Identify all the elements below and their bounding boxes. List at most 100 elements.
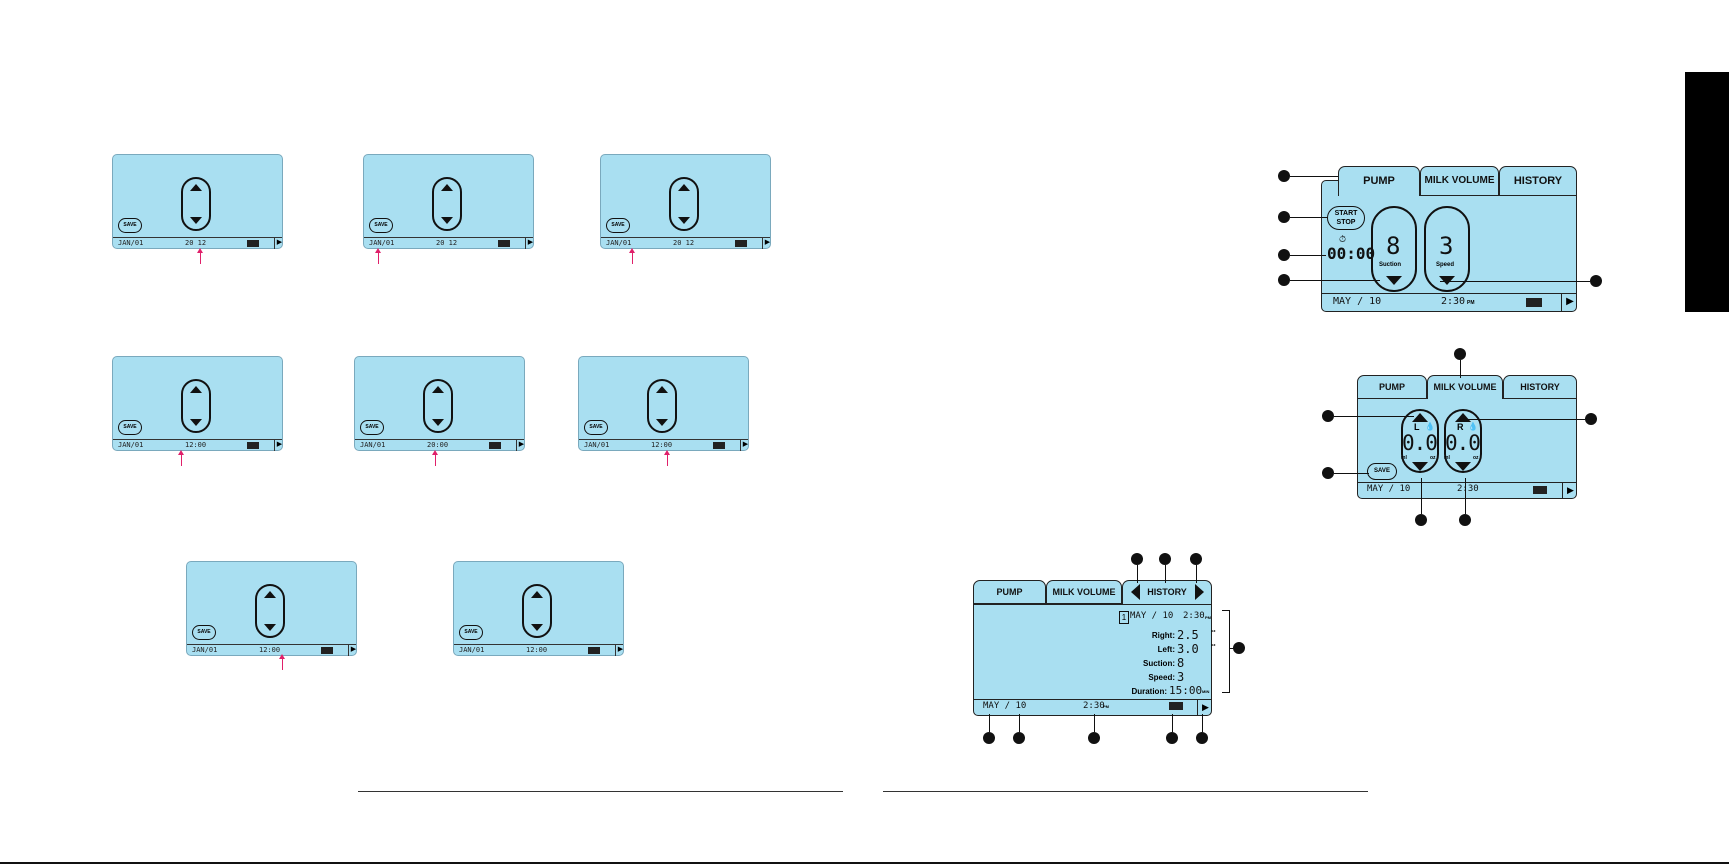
next-arrow-icon[interactable]: ▶ bbox=[274, 439, 284, 451]
callout-line bbox=[1290, 176, 1338, 177]
left-up-icon[interactable] bbox=[1412, 413, 1428, 422]
callout-line bbox=[1460, 360, 1461, 378]
battery-icon bbox=[1169, 702, 1183, 710]
down-arrow-icon[interactable] bbox=[190, 419, 202, 426]
down-arrow-icon[interactable] bbox=[441, 217, 453, 224]
callout-marker bbox=[1322, 467, 1334, 479]
callout-line bbox=[1334, 416, 1414, 417]
right-down-icon[interactable] bbox=[1455, 462, 1471, 471]
next-arrow-icon[interactable]: ▶ bbox=[615, 644, 625, 656]
history-lcd-body bbox=[973, 604, 1212, 716]
date-readout: JAN/01 bbox=[606, 239, 632, 247]
speed-row-label: Speed: bbox=[1148, 673, 1175, 682]
battery-icon bbox=[489, 442, 501, 449]
speed-label: Speed bbox=[1436, 262, 1455, 268]
tab-milk-volume[interactable]: MILK VOLUME bbox=[1427, 375, 1503, 399]
down-arrow-icon[interactable] bbox=[656, 419, 668, 426]
right-oz-unit: oz bbox=[1473, 455, 1479, 461]
callout-line bbox=[1290, 280, 1380, 281]
down-arrow-icon[interactable] bbox=[190, 217, 202, 224]
up-arrow-icon[interactable] bbox=[656, 386, 668, 393]
save-button[interactable]: SAVE bbox=[192, 625, 216, 640]
save-button[interactable]: SAVE bbox=[459, 625, 483, 640]
up-down-control[interactable] bbox=[423, 379, 453, 433]
history-date-readout: MAY / 10 bbox=[983, 701, 1027, 711]
next-arrow-icon[interactable]: ▶ bbox=[516, 439, 526, 451]
up-arrow-icon[interactable] bbox=[190, 386, 202, 393]
right-up-icon[interactable] bbox=[1455, 413, 1471, 422]
tab-history[interactable]: HISTORY bbox=[1499, 166, 1577, 196]
tab-pump[interactable]: PUMP bbox=[1338, 166, 1420, 196]
up-arrow-icon[interactable] bbox=[441, 184, 453, 191]
down-arrow-icon[interactable] bbox=[531, 624, 543, 631]
suction-label: Suction bbox=[1379, 262, 1401, 268]
speed-down-icon[interactable] bbox=[1439, 276, 1455, 285]
callout-marker bbox=[1278, 211, 1290, 223]
up-down-control[interactable] bbox=[522, 584, 552, 638]
down-arrow-icon[interactable] bbox=[264, 624, 276, 631]
next-screen-icon[interactable]: ▶ bbox=[1197, 699, 1213, 716]
next-screen-icon[interactable]: ▶ bbox=[1561, 293, 1578, 312]
tab-pump[interactable]: PUMP bbox=[973, 580, 1046, 604]
up-arrow-icon[interactable] bbox=[678, 184, 690, 191]
callout-line bbox=[1137, 565, 1138, 583]
right-volume-value: 0.0 bbox=[1445, 431, 1481, 455]
speed-control[interactable]: 3 Speed bbox=[1424, 206, 1470, 292]
up-down-control[interactable] bbox=[669, 177, 699, 231]
up-down-control[interactable] bbox=[255, 584, 285, 638]
up-arrow-icon[interactable] bbox=[432, 386, 444, 393]
tab-history-label: HISTORY bbox=[1147, 587, 1187, 597]
tab-milk-volume[interactable]: MILK VOLUME bbox=[1046, 580, 1122, 604]
tab-history[interactable]: HISTORY bbox=[1503, 375, 1577, 399]
right-row-label: Right: bbox=[1151, 631, 1175, 640]
left-down-icon[interactable] bbox=[1412, 462, 1428, 471]
up-down-control[interactable] bbox=[181, 379, 211, 433]
save-button[interactable]: SAVE bbox=[584, 420, 608, 435]
battery-icon bbox=[713, 442, 725, 449]
next-arrow-icon[interactable]: ▶ bbox=[762, 237, 772, 249]
up-down-control[interactable] bbox=[647, 379, 677, 433]
up-down-control[interactable] bbox=[181, 177, 211, 231]
duration-row-label: Duration: bbox=[1131, 687, 1167, 696]
save-button[interactable]: SAVE bbox=[118, 218, 142, 233]
time-readout: 20:00 bbox=[427, 441, 449, 449]
up-down-control[interactable] bbox=[432, 177, 462, 231]
up-arrow-icon[interactable] bbox=[531, 591, 543, 598]
next-arrow-icon[interactable]: ▶ bbox=[348, 644, 358, 656]
milk-lcd-body bbox=[1357, 387, 1577, 499]
tab-milk-volume[interactable]: MILK VOLUME bbox=[1420, 166, 1499, 196]
callout-marker bbox=[1585, 413, 1597, 425]
pointer-arrow-icon bbox=[629, 248, 635, 264]
battery-icon bbox=[247, 442, 259, 449]
up-arrow-icon[interactable] bbox=[190, 184, 202, 191]
next-arrow-icon[interactable]: ▶ bbox=[525, 237, 535, 249]
left-volume-control[interactable]: L 💧 0.0 ml oz bbox=[1401, 409, 1439, 473]
save-button[interactable]: SAVE bbox=[606, 218, 630, 233]
next-arrow-icon[interactable]: ▶ bbox=[740, 439, 750, 451]
callout-marker bbox=[1278, 274, 1290, 286]
suction-control[interactable]: 8 Suction bbox=[1371, 206, 1417, 292]
next-entry-icon[interactable] bbox=[1195, 584, 1204, 600]
callout-marker bbox=[1415, 514, 1427, 526]
next-screen-icon[interactable]: ▶ bbox=[1562, 482, 1578, 499]
year-readout: 20 12 bbox=[185, 239, 207, 247]
save-button[interactable]: SAVE bbox=[369, 218, 393, 233]
save-button[interactable]: SAVE bbox=[1367, 463, 1397, 480]
right-volume-control[interactable]: R 💧 0.0 ml oz bbox=[1444, 409, 1482, 473]
down-arrow-icon[interactable] bbox=[678, 217, 690, 224]
history-status-divider bbox=[973, 699, 1212, 700]
start-label: START bbox=[1334, 210, 1358, 217]
previous-entry-icon[interactable] bbox=[1131, 584, 1140, 600]
left-row-label: Left: bbox=[1157, 645, 1175, 654]
save-button[interactable]: SAVE bbox=[118, 420, 142, 435]
right-ml-unit: ml bbox=[1444, 455, 1450, 461]
tab-pump[interactable]: PUMP bbox=[1357, 375, 1427, 399]
bracket-line bbox=[1229, 610, 1230, 692]
suction-down-icon[interactable] bbox=[1386, 276, 1402, 285]
entry-time-suffix: PM bbox=[1205, 615, 1211, 620]
up-arrow-icon[interactable] bbox=[264, 591, 276, 598]
save-button[interactable]: SAVE bbox=[360, 420, 384, 435]
down-arrow-icon[interactable] bbox=[432, 419, 444, 426]
start-stop-button[interactable]: START STOP bbox=[1327, 206, 1365, 230]
next-arrow-icon[interactable]: ▶ bbox=[274, 237, 284, 249]
